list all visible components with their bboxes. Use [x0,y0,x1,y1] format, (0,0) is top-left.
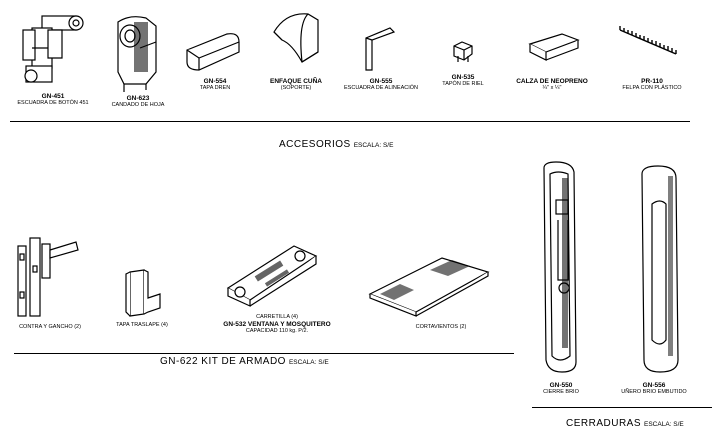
sash-lock-icon [117,16,157,92]
kit-item-0: CONTRA Y GANCHO (2) [10,324,90,331]
cerradura-code: GN-550 [549,382,573,389]
accesorio-code: GN-623 [126,95,150,102]
accesorio-4: GN-555 ESCUADRA DE ALINEACIÓN [336,78,426,92]
accesorio-5: GN-535 TAPÓN DE RIEL [432,74,494,88]
kit-item-line3: CAPACIDAD 110 kg. P/2. [245,328,309,334]
accesorio-code: ENFAQUE CUÑA [269,78,322,85]
accesorio-code: GN-555 [369,78,393,85]
drain-cap-icon [186,33,240,71]
kit-item-3: CORTAVIENTOS (2) [406,324,476,331]
accesorio-name: ESCUADRA DE BOTÓN 451 [17,100,89,106]
keeper-hook-icon [17,237,79,317]
accesorio-code: PR-110 [641,78,663,85]
cerradura-name: UÑERO BRIO EMBUTIDO [621,389,687,395]
kit-item-2: CARRETILLA (4) GN-532 VENTANA Y MOSQUITE… [222,314,332,335]
accesorio-name: ¼" x ¼" [542,85,562,91]
accesorio-3: ENFAQUE CUÑA (SOPORTE) [258,78,334,92]
corner-bracket-icon [22,15,84,83]
roller-carriage-icon [226,245,318,307]
accesorios-title-text: ACCESORIOS [279,139,351,150]
accesorios-scale: ESCALA: S/E [353,142,394,149]
accesorios-rule [10,121,690,122]
accesorio-name: (SOPORTE) [280,85,312,91]
accesorio-name: CANDADO DE HOJA [111,102,165,108]
cerraduras-title-text: CERRADURAS [566,418,642,429]
accesorio-code: GN-554 [203,78,227,85]
cerraduras-scale: ESCALA: S/E [644,421,684,428]
kit-scale: ESCALA: S/E [288,359,329,366]
brio-latch-icon [543,161,577,373]
kit-item-name: TAPA TRASLAPE (4) [116,322,168,328]
accesorio-code: GN-451 [41,93,65,100]
kit-item-line2: GN-532 VENTANA Y MOSQUITERO [223,321,331,328]
cerradura-name: CIERRE BRIO [543,389,579,395]
accesorio-name: ESCUADRA DE ALINEACIÓN [344,85,418,91]
overlap-cap-icon [125,269,161,317]
accesorio-code: GN-535 [451,74,475,81]
rail-plug-icon [453,41,473,62]
kit-item-name: CARRETILLA (4) [256,314,298,320]
kit-item-1: TAPA TRASLAPE (4) [104,322,180,329]
cerradura-0: GN-550 CIERRE BRIO [528,382,594,396]
accesorio-code: CALZA DE NEOPRENO [516,78,588,85]
cerradura-1: GN-556 UÑERO BRIO EMBUTIDO [604,382,704,396]
alignment-bracket-icon [365,27,396,71]
windbreak-icon [368,257,490,317]
kit-item-name: CONTRA Y GANCHO (2) [19,324,81,330]
accesorio-name: TAPA DREN [199,85,231,91]
kit-title-text: GN-622 KIT DE ARMADO [160,356,286,367]
kit-item-name: CORTAVIENTOS (2) [415,324,467,330]
accesorio-name: TAPÓN DE RIEL [442,81,484,87]
weatherstrip-icon [619,26,677,55]
accesorio-7: PR-110 FELPA CON PLÁSTICO [612,78,692,92]
wedge-icon [273,13,319,63]
accesorio-name: FELPA CON PLÁSTICO [622,85,682,91]
recessed-pull-icon [641,165,679,373]
accesorio-0: GN-451 ESCUADRA DE BOTÓN 451 [10,93,96,107]
neoprene-shim-icon [528,33,580,61]
kit-rule [14,353,514,354]
cerradura-code: GN-556 [642,382,666,389]
cerraduras-rule [532,407,712,408]
accesorio-2: GN-554 TAPA DREN [186,78,244,92]
accesorio-6: CALZA DE NEOPRENO ¼" x ¼" [510,78,594,92]
accesorio-1: GN-623 CANDADO DE HOJA [98,95,178,109]
